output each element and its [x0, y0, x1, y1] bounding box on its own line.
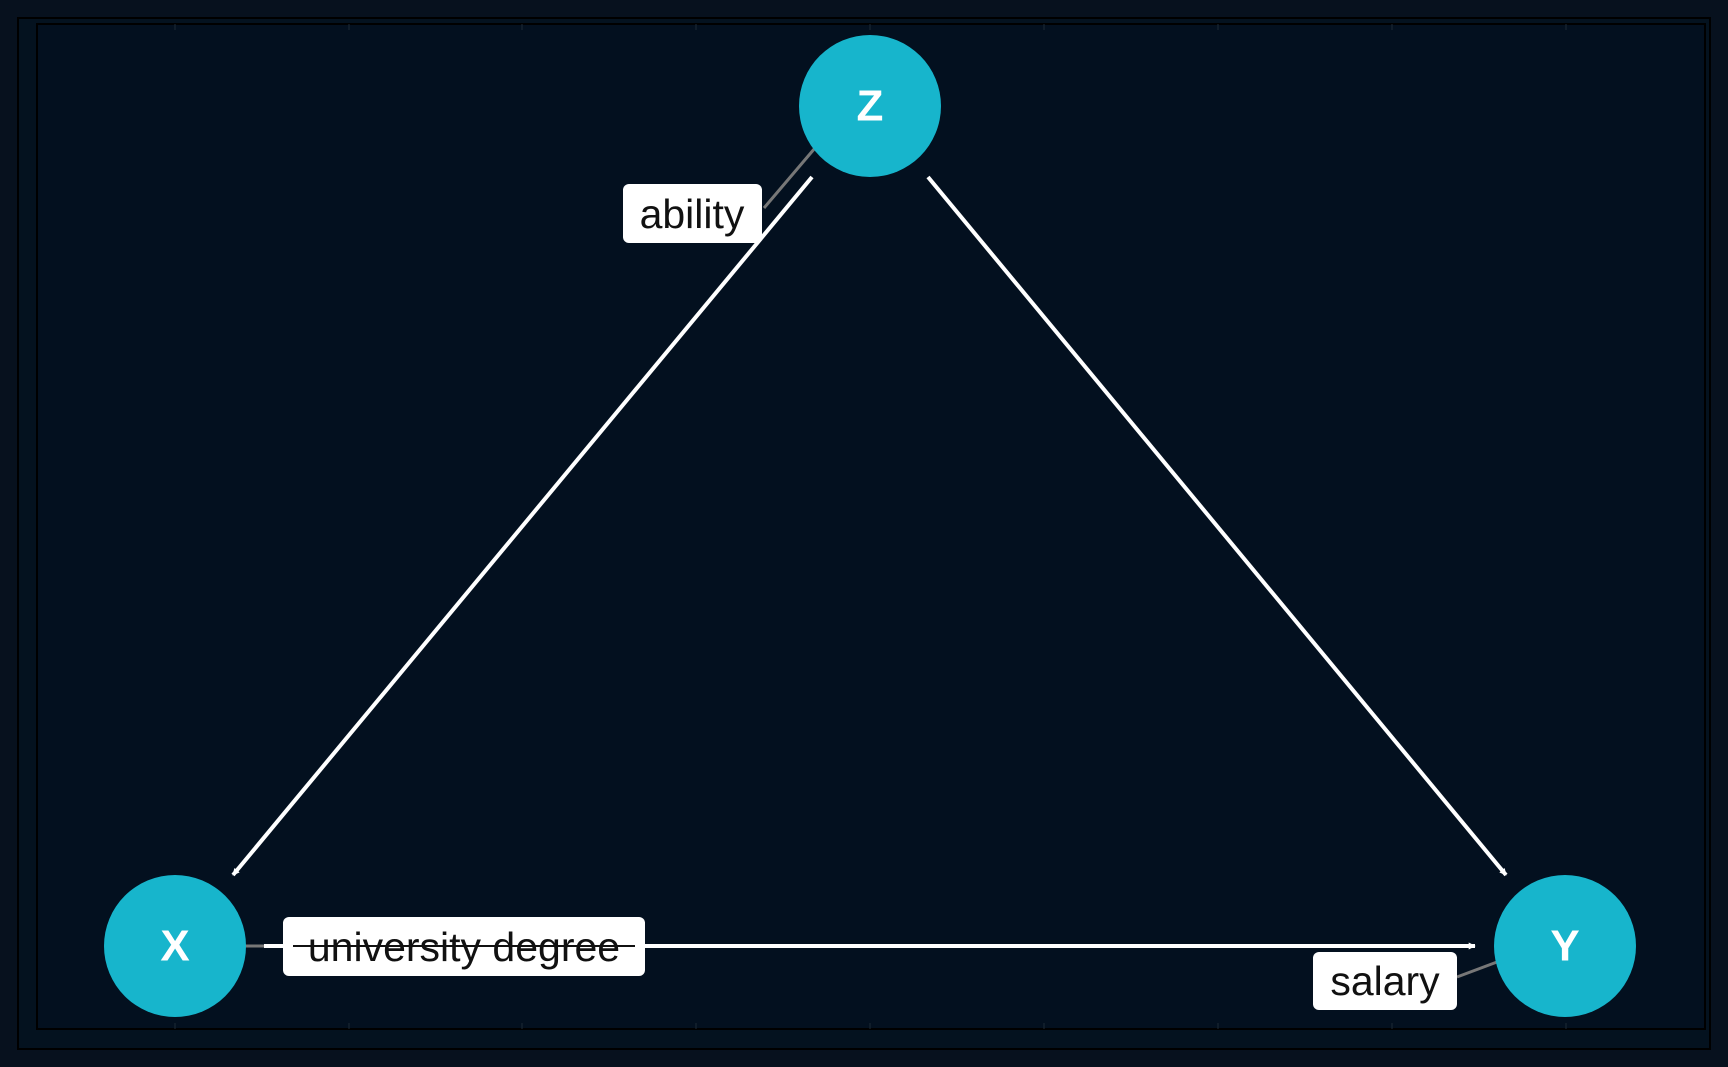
- label-salary: salary: [1313, 952, 1457, 1010]
- edge-z-to-x: [231, 175, 814, 877]
- leader-line-salary: [1456, 960, 1498, 979]
- label-ability-box: [623, 184, 762, 243]
- node-y-label: Y: [1550, 922, 1579, 971]
- label-ability: ability: [623, 184, 762, 243]
- leader-line-ability: [762, 147, 817, 209]
- node-x-label: X: [160, 922, 189, 971]
- node-z[interactable]: Z: [799, 35, 941, 177]
- label-ability-text: ability: [640, 191, 745, 237]
- label-salary-box: [1313, 952, 1457, 1010]
- edge-z-to-y: [926, 175, 1508, 877]
- label-salary-text: salary: [1330, 958, 1440, 1004]
- node-x-circle: [104, 875, 246, 1017]
- node-z-label: Z: [857, 82, 884, 131]
- node-x[interactable]: X: [104, 875, 246, 1017]
- panel-ticks: [174, 24, 1567, 1029]
- plot-panel: [36, 23, 1706, 1030]
- node-y-circle: [1494, 875, 1636, 1017]
- label-university-degree: university degree: [283, 917, 645, 976]
- node-y[interactable]: Y: [1494, 875, 1636, 1017]
- node-z-circle: [799, 35, 941, 177]
